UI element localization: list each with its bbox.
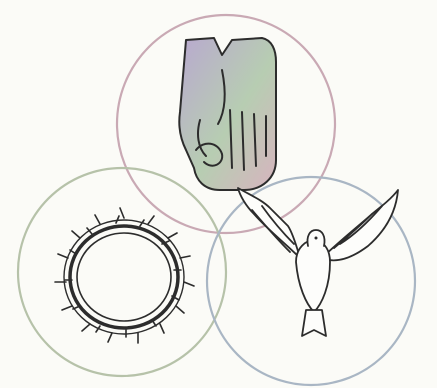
crown-of-thorns-icon [55,208,194,343]
dove-icon [238,188,398,336]
open-hand-icon [179,38,276,190]
left-ring [18,168,226,376]
